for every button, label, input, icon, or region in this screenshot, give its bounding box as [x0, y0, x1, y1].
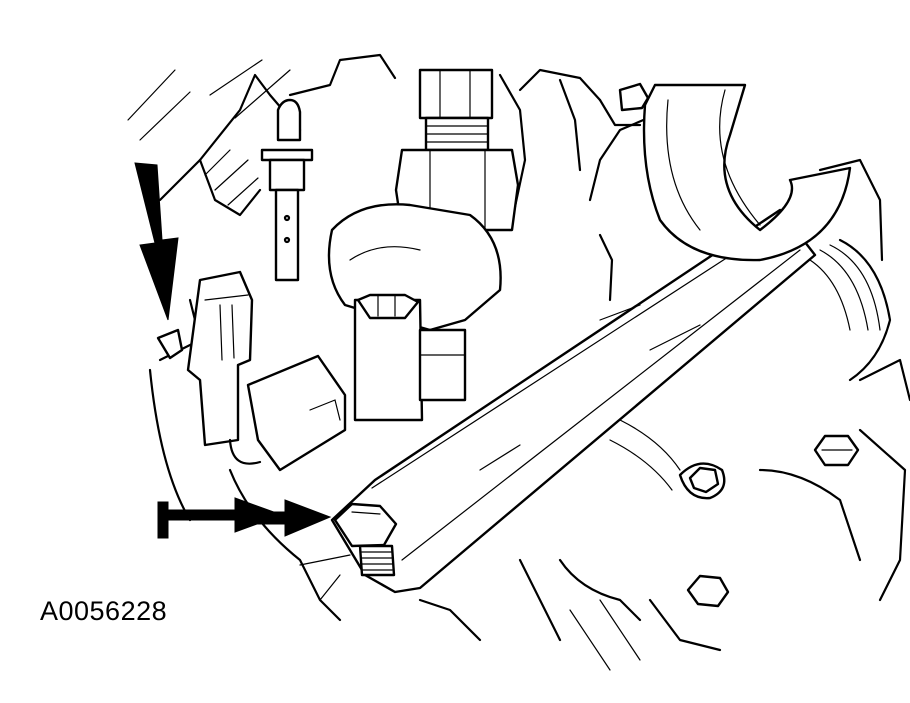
bolt-right-1 — [813, 434, 860, 467]
special-tool-wrench — [330, 83, 852, 594]
bolt-right-2 — [678, 462, 726, 500]
sensor-rod — [260, 98, 314, 282]
bolt-lower — [686, 574, 730, 608]
engine-background-linework — [127, 53, 910, 671]
electrical-connector — [156, 270, 347, 472]
stud-nut — [333, 502, 398, 577]
double-arrow — [157, 497, 332, 539]
vertical-arrow — [134, 162, 179, 321]
injector-body — [327, 203, 502, 422]
figure-reference-code: A0056228 — [40, 596, 168, 626]
